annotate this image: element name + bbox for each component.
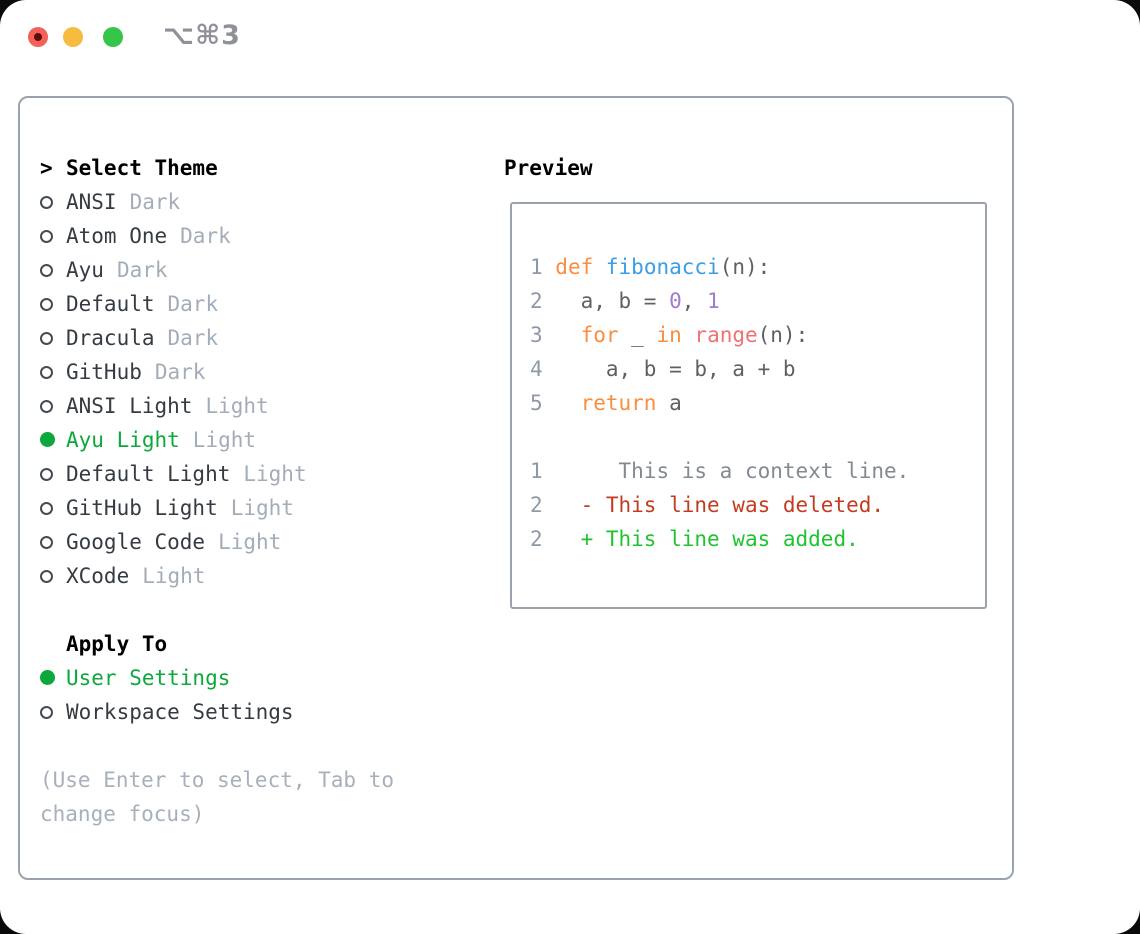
theme-option-dracula-dark[interactable]: Dracula Dark [40,321,465,355]
apply-to-title: Apply To [66,632,168,656]
theme-option-google-code-light[interactable]: Google Code Light [40,525,465,559]
line-number [530,425,555,449]
window-title: ⌥⌘3 [163,20,241,51]
option-tag: Light [230,496,294,520]
option-tag: Dark [167,326,219,350]
line-number: 1 [530,255,556,279]
option-label: GitHub [66,360,142,384]
option-tag: Dark [180,224,231,248]
preview-line-code: 5 return a [530,391,682,415]
radio-selected-icon [40,670,55,685]
radio-icon [40,468,53,481]
preview-line-added: 2 + This line was added. [530,527,859,551]
theme-option-ansi-dark[interactable]: ANSI Dark [40,185,465,219]
radio-icon [40,332,53,345]
option-tag: Dark [154,360,206,384]
select-theme-header: > Select Theme [40,151,465,185]
option-tag: Dark [116,258,168,282]
theme-option-github-light-light[interactable]: GitHub Light Light [40,491,465,525]
line-number: 2 [530,527,556,551]
option-label: GitHub Light [66,496,218,520]
option-label: ANSI [66,190,117,214]
option-tag: Light [192,428,257,452]
option-label: Default Light [66,462,231,486]
option-tag: Light [218,530,282,554]
line-number: 2 [530,493,556,517]
line-number: 1 [530,459,556,483]
option-tag: Dark [167,292,219,316]
close-dot-icon [34,33,42,41]
theme-option-ayu-dark[interactable]: Ayu Dark [40,253,465,287]
zoom-button[interactable] [103,27,123,47]
option-label: User Settings [66,666,231,690]
line-number: 3 [530,323,556,347]
preview-line-context: 1 This is a context line. [530,459,910,483]
preview-box: 1 def fibonacci(n): 2 a, b = 0, 1 3 for _ … [510,202,987,609]
preview-line-code: 4 a, b = b, a + b [530,357,796,381]
minimize-button[interactable] [63,27,83,47]
theme-option-ansi-light-light[interactable]: ANSI Light Light [40,389,465,423]
radio-icon [40,536,53,549]
option-tag: Light [243,462,307,486]
option-label: Ayu [66,258,104,282]
radio-icon [40,298,53,311]
preview-line-blank [530,420,909,454]
option-label: ANSI Light [66,394,193,418]
theme-option-default-light-light[interactable]: Default Light Light [40,457,465,491]
radio-icon [40,400,53,413]
preview-line-code: 2 a, b = 0, 1 [530,289,720,313]
radio-icon [40,366,53,379]
apply-option-user-settings[interactable]: User Settings [40,661,465,695]
preview-code: 1 def fibonacci(n): 2 a, b = 0, 1 3 for _ … [530,250,909,556]
radio-icon [40,706,53,719]
theme-option-github-dark[interactable]: GitHub Dark [40,355,465,389]
radio-selected-icon [40,432,55,447]
option-label: Default [66,292,155,316]
preview-line-removed: 2 - This line was deleted. [530,493,885,517]
preview-header: Preview [504,156,593,180]
apply-option-workspace-settings[interactable]: Workspace Settings [40,695,465,729]
apply-to-header: Apply To [40,627,465,661]
radio-icon [40,264,53,277]
option-tag: Light [205,394,269,418]
option-label: Workspace Settings [66,700,294,724]
line-number: 4 [530,357,556,381]
preview-line-code: 3 for _ in range(n): [530,323,809,347]
close-button[interactable] [28,27,48,47]
option-label: Dracula [66,326,155,350]
option-label: Ayu Light [66,428,180,452]
option-tag: Light [142,564,206,588]
select-theme-title: Select Theme [66,156,218,180]
radio-icon [40,196,53,209]
theme-option-ayu-light-light[interactable]: Ayu Light Light [40,423,465,457]
option-label: Google Code [66,530,206,554]
option-tag: Dark [129,190,181,214]
preview-line-code: 1 def fibonacci(n): [530,255,771,279]
theme-option-atom-one-dark[interactable]: Atom One Dark [40,219,465,253]
option-label: Atom One [66,224,168,248]
theme-option-xcode-light[interactable]: XCode Light [40,559,465,593]
cursor-marker: > [40,156,53,180]
radio-icon [40,570,53,583]
line-number: 2 [530,289,556,313]
line-number: 5 [530,391,556,415]
option-label: XCode [66,564,130,588]
hint-text: (Use Enter to select, Tab to change focu… [40,768,407,826]
radio-icon [40,502,53,515]
radio-icon [40,230,53,243]
theme-option-default-dark[interactable]: Default Dark [40,287,465,321]
